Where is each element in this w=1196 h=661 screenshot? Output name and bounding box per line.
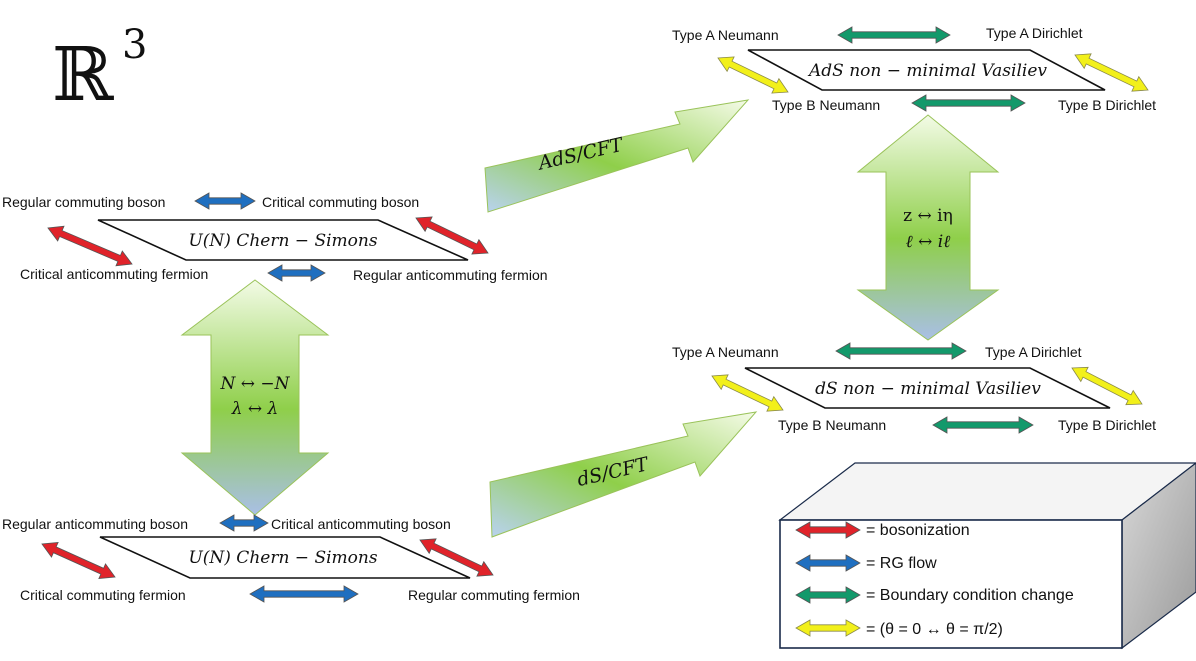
top-bottom-right-label: Regular anticommuting fermion [353,267,548,283]
ads-theta-arrow-left [717,56,789,94]
top-plane-title: U(N) Chern − Simons [188,231,377,251]
legend-boundary-change-arrow [795,586,861,604]
legend-rg-flow-arrow [795,554,861,572]
left-duality-line1: N ↔ −N [219,374,290,394]
space-exponent: 3 [122,22,147,68]
top-bottom-left-label: Critical anticommuting fermion [20,266,208,282]
ads-cft-arrow [484,99,750,213]
ads-boundary-arrow-lower [911,94,1026,112]
right-duality-line2: ℓ ↔ iℓ [906,232,951,252]
top-bosonization-arrow-left [47,225,133,267]
legend-bosonization-label: = bosonization [866,522,970,539]
legend-rg-flow-label: = RG flow [866,555,937,572]
ads-bottom-left-label: Type B Neumann [772,97,880,113]
top-bosonization-arrow-right [415,216,489,255]
top-top-right-label: Critical commuting boson [262,194,419,210]
ds-top-left-label: Type A Neumann [672,344,779,360]
ds-theta-arrow-right [1071,366,1143,406]
bottom-chern-simons-plane [99,536,471,579]
top-top-left-label: Regular commuting boson [2,194,165,210]
ds-vasiliev-plane [744,367,1111,409]
bottom-plane-title: U(N) Chern − Simons [188,548,377,568]
space-symbol: ℝ [52,32,114,118]
ads-boundary-arrow-upper [837,26,951,44]
legend-boundary-change-label: = Boundary condition change [866,587,1074,604]
bottom-rg-flow-arrow-lower [249,585,359,603]
ads-bottom-right-label: Type B Dirichlet [1058,97,1156,113]
top-rg-flow-arrow-upper [194,192,256,210]
top-rg-flow-arrow-lower [267,264,326,282]
arrow-layer [41,26,1149,637]
ads-plane-title: AdS non − minimal Vasiliev [807,61,1047,81]
ds-boundary-arrow-lower [932,416,1034,434]
left-duality-arrow [180,279,330,516]
ds-theta-arrow-left [711,374,784,412]
bottom-bosonization-arrow-right [419,538,494,577]
right-duality-line1: z ↔ iη [903,206,953,226]
bottom-bottom-left-label: Critical commuting fermion [20,587,186,603]
bottom-bottom-right-label: Regular commuting fermion [408,587,580,603]
ds-bottom-right-label: Type B Dirichlet [1058,417,1156,433]
right-duality-arrow [856,114,1000,341]
legend-bosonization-arrow [795,521,861,539]
ads-vasiliev-plane [747,49,1106,91]
legend-theta-arrow [795,619,861,637]
bottom-top-right-label: Critical anticommuting boson [271,516,451,532]
ads-top-right-label: Type A Dirichlet [986,25,1083,41]
left-duality-line2: λ ↔ λ [231,399,279,419]
bottom-rg-flow-arrow-upper [219,514,269,532]
top-chern-simons-plane [97,219,469,261]
ds-boundary-arrow-upper [835,342,967,360]
ds-bottom-left-label: Type B Neumann [778,417,886,433]
bottom-bosonization-arrow-left [41,542,116,579]
ads-theta-arrow-right [1074,53,1149,92]
ds-plane-title: dS non − minimal Vasiliev [815,379,1041,399]
ds-cft-arrow [489,411,758,538]
ds-top-right-label: Type A Dirichlet [985,344,1082,360]
ads-top-left-label: Type A Neumann [672,27,779,43]
legend-theta-label: = (θ = 0 ↔ θ = π/2) [866,621,1003,638]
bottom-top-left-label: Regular anticommuting boson [2,516,188,532]
